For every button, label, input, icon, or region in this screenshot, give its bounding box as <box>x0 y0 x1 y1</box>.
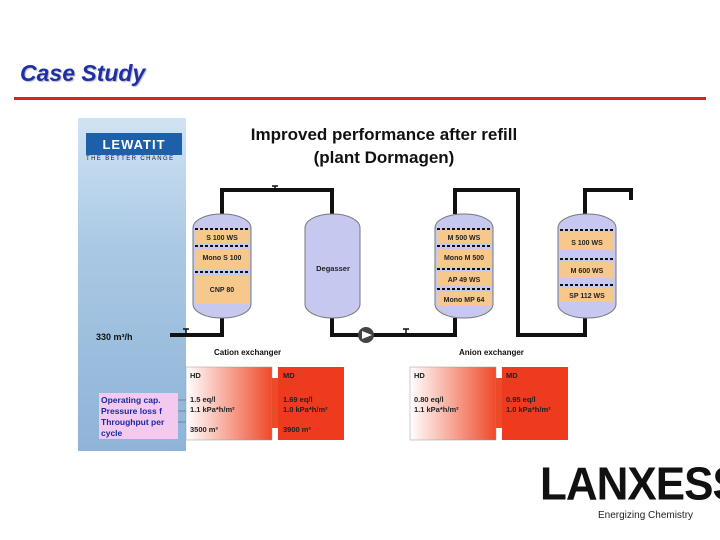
degasser-label: Degasser <box>316 264 350 273</box>
cation-md-box <box>278 367 344 440</box>
anion-hd-pressure: 1.1 kPa*h/m² <box>414 405 459 414</box>
cation-vessel: S 100 WS Mono S 100 CNP 80 <box>192 213 252 319</box>
anion-layer-3: AP 49 WS <box>448 277 481 284</box>
cation-md-pressure: 1.0 kPa*h/m² <box>283 405 328 414</box>
cation-md-capacity: 1.69 eq/l <box>283 395 313 404</box>
cation-layer-1: S 100 WS <box>206 235 238 242</box>
cation-md-throughput: 3900 m³ <box>283 425 311 434</box>
row-label-pressure: Pressure loss f <box>101 406 162 416</box>
anion-hd-header: HD <box>414 371 425 380</box>
mixed-bed-vessel: S 100 WS M 600 WS SP 112 WS <box>557 213 617 319</box>
mixed-layer-3: SP 112 WS <box>569 293 605 300</box>
anion-hd-box <box>409 366 497 441</box>
cation-hd-box <box>185 366 273 441</box>
anion-vessel: M 500 WS Mono M 500 AP 49 WS Mono MP 64 <box>434 213 494 319</box>
degasser-vessel: Degasser <box>304 213 361 319</box>
lanxess-slogan: Energizing Chemistry <box>598 510 694 521</box>
row-label-throughput: Throughput per <box>101 417 165 427</box>
anion-md-capacity: 0.95 eq/l <box>506 395 536 404</box>
anion-layer-1: M 500 WS <box>448 235 481 242</box>
cation-hd-header: HD <box>190 371 201 380</box>
cation-exchanger-label: Cation exchanger <box>214 348 281 357</box>
anion-exchanger-label: Anion exchanger <box>459 348 524 357</box>
cation-hd-throughput: 3500 m³ <box>190 425 218 434</box>
cation-layer-2: Mono S 100 <box>203 255 242 262</box>
anion-layer-4: Mono MP 64 <box>444 297 485 304</box>
anion-md-header: MD <box>506 371 518 380</box>
anion-md-pressure: 1.0 kPa*h/m² <box>506 405 551 414</box>
anion-md-box <box>502 367 568 440</box>
valve-icons <box>183 185 409 334</box>
pipework <box>170 188 633 337</box>
mixed-layer-1: S 100 WS <box>571 240 603 247</box>
row-labels-box <box>99 393 178 439</box>
lanxess-logo: LANXESS <box>540 458 720 511</box>
cation-md-header: MD <box>283 371 295 380</box>
cation-hd-pressure: 1.1 kPa*h/m² <box>190 405 235 414</box>
pump-arrow-icon <box>362 331 372 339</box>
title-divider <box>14 97 706 100</box>
row-label-cycle: cycle <box>101 428 123 438</box>
cation-layer-3: CNP 80 <box>210 287 234 294</box>
lewatit-logo: LEWATIT <box>86 133 182 155</box>
mixed-layer-2: M 600 WS <box>571 268 604 275</box>
anion-layer-2: Mono M 500 <box>444 255 484 262</box>
flow-rate-label: 330 m³/h <box>96 332 133 342</box>
row-pointer-arrows <box>178 399 186 423</box>
diagram-heading-2: (plant Dormagen) <box>314 148 455 167</box>
slide-title: Case Study <box>20 60 146 86</box>
anion-hd-capacity: 0.80 eq/l <box>414 395 444 404</box>
cation-hd-capacity: 1.5 eq/l <box>190 395 215 404</box>
lewatit-tagline: THE BETTER CHANGE <box>86 156 175 162</box>
diagram-heading-1: Improved performance after refill <box>251 125 517 144</box>
row-label-capacity: Operating cap. <box>101 395 161 405</box>
